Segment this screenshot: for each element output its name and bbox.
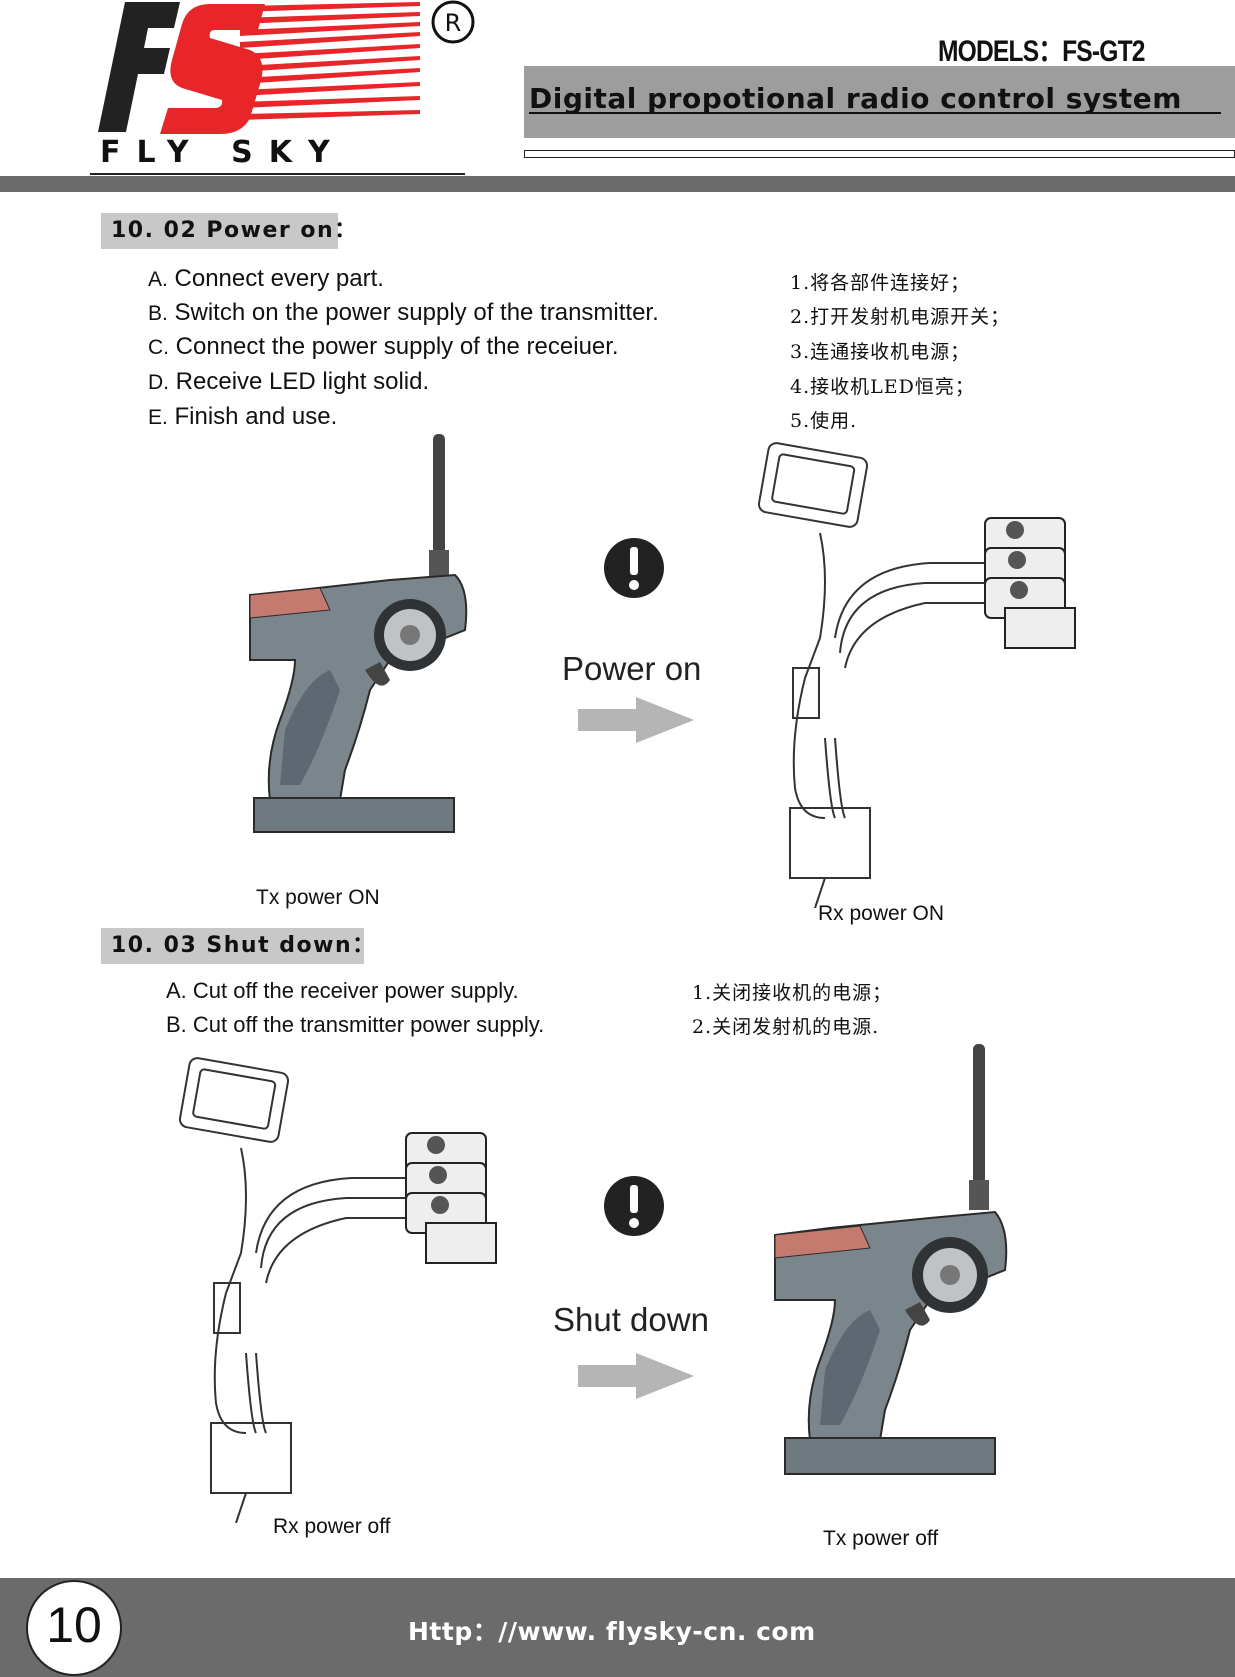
section-title-power-on: 10. 02 Power on： (101, 213, 356, 249)
shut-down-step-zh-1: 1.关闭接收机的电源； (692, 982, 893, 1004)
power-on-step-zh-5: 5.使用. (790, 410, 858, 432)
power-on-step-e: E. Finish and use. (148, 403, 338, 430)
svg-text:R: R (445, 9, 462, 37)
banner-title: Digital propotional radio control system (529, 82, 1182, 115)
shut-down-step-zh-2: 2.关闭发射机的电源. (692, 1016, 880, 1038)
footer-bar (0, 1578, 1235, 1677)
warning-icon (604, 538, 664, 598)
flysky-logo: FLY SKY R (90, 0, 475, 175)
shut-down-step-a: A. Cut off the receiver power supply. (166, 978, 519, 1003)
shut-down-step-b: B. Cut off the transmitter power supply. (166, 1012, 545, 1037)
power-on-step-zh-4: 4.接收机LED恒亮； (790, 376, 975, 398)
power-on-step-zh-1: 1.将各部件连接好； (790, 272, 971, 294)
power-on-step-zh-2: 2.打开发射机电源开关； (790, 306, 1011, 328)
header-bar (0, 176, 1235, 192)
receiver-servo-illustration (757, 442, 1076, 908)
section-title-shut-down: 10. 03 Shut down： (101, 928, 374, 964)
arrow-right-icon (578, 697, 694, 743)
banner-underline (529, 112, 1221, 114)
shut-down-label: Shut down (553, 1301, 709, 1338)
transmitter-illustration (249, 434, 468, 833)
title-banner (524, 66, 1235, 138)
warning-icon (604, 1176, 664, 1236)
model-label: MODELS：FS-GT2 (938, 35, 1145, 68)
transmitter-illustration (774, 1044, 1008, 1475)
power-on-step-c: C. Connect the power supply of the recei… (148, 333, 619, 360)
website-url[interactable]: Http：//www. flysky-cn. com (408, 1617, 816, 1646)
arrow-right-icon (578, 1353, 694, 1399)
power-on-step-zh-3: 3.连通接收机电源； (790, 341, 971, 363)
page-number: 10 (46, 1597, 102, 1653)
power-on-step-b: B. Switch on the power supply of the tra… (148, 299, 659, 326)
power-on-step-a: A. Connect every part. (148, 265, 384, 292)
page-number-badge (26, 1580, 122, 1676)
tx-power-on-caption: Tx power ON (256, 886, 380, 909)
svg-text:FLY SKY: FLY SKY (100, 135, 346, 170)
tx-power-off-caption: Tx power off (823, 1527, 939, 1550)
rx-power-off-caption: Rx power off (273, 1515, 391, 1538)
rx-power-on-caption: Rx power ON (818, 902, 945, 925)
receiver-servo-illustration (178, 1057, 497, 1523)
power-on-label: Power on (562, 650, 702, 687)
power-on-step-d: D. Receive LED light solid. (148, 368, 430, 395)
banner-divider (524, 150, 1235, 158)
